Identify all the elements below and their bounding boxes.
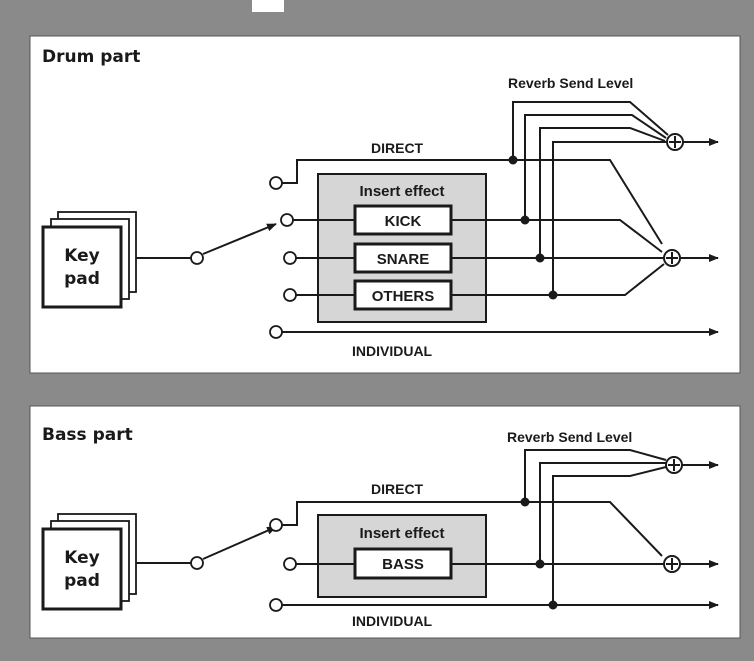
drum-others-line: [296, 263, 665, 296]
bass-insert-effect-title: Insert effect: [359, 525, 444, 542]
drum-switch-arm: [202, 223, 277, 255]
bass-keypad-label-line1: Key: [64, 548, 100, 568]
bass-junction-direct: [520, 497, 530, 507]
drum-fx-kick: KICK: [385, 213, 422, 230]
bass-reverb-send-label: Reverb Send Level: [507, 429, 632, 445]
drum-contact-individual: [269, 325, 283, 339]
drum-kick-line: [293, 219, 663, 253]
bass-keypad-label-line2: pad: [64, 571, 100, 591]
bass-switch-pivot: [190, 556, 204, 570]
drum-send-direct: [512, 101, 669, 160]
plus-circle-icon: [666, 133, 684, 151]
bass-part-panel: Bass part Key pad Insert effect BASS: [29, 405, 741, 639]
drum-contact-direct: [269, 176, 283, 190]
drum-fx-snare: SNARE: [377, 251, 430, 268]
drum-fx-kick-box: [353, 204, 453, 236]
bass-contact-bass: [283, 557, 297, 571]
drum-junction-snare: [535, 253, 545, 263]
drum-part-panel: Drum part Key pad Insert effect KICK SNA…: [29, 35, 741, 374]
bass-direct-label: DIRECT: [371, 481, 424, 497]
bass-fx-bass: BASS: [382, 556, 424, 573]
drum-fx-others-box: [353, 279, 453, 311]
drum-send-kick: [524, 114, 667, 220]
drum-contact-others: [283, 288, 297, 302]
drum-send-snare: [539, 127, 666, 258]
drum-send-others: [552, 141, 666, 295]
drum-keypad-stack: Key pad: [41, 211, 137, 309]
plus-circle-icon: [665, 456, 683, 474]
bass-send-b: [539, 462, 666, 564]
bass-junction-individual: [548, 600, 558, 610]
bass-send-a: [524, 449, 667, 502]
drum-switch-pivot: [190, 251, 204, 265]
drum-contact-kick: [280, 213, 294, 227]
bass-switch-arm: [202, 526, 277, 560]
drum-keypad-label-line2: pad: [64, 269, 100, 289]
bass-contact-direct: [269, 518, 283, 532]
drum-keypad: [41, 225, 123, 309]
drum-fx-others: OTHERS: [372, 288, 435, 305]
bass-direct-line: [282, 501, 663, 557]
drum-individual-label: INDIVIDUAL: [352, 343, 433, 359]
drum-reverb-send-label: Reverb Send Level: [508, 75, 633, 91]
drum-direct-label: DIRECT: [371, 140, 424, 156]
bass-keypad-stack: Key pad: [41, 513, 137, 611]
bass-keypad: [41, 527, 123, 611]
bass-send-c: [552, 466, 667, 605]
plus-circle-icon: [663, 249, 681, 267]
drum-junction-kick: [520, 215, 530, 225]
drum-insert-effect-title: Insert effect: [359, 183, 444, 200]
bass-junction-bass: [535, 559, 545, 569]
frame-tab: [252, 0, 284, 12]
bass-individual-label: INDIVIDUAL: [352, 613, 433, 629]
plus-circle-icon: [663, 555, 681, 573]
drum-keypad-label-line1: Key: [64, 246, 100, 266]
drum-junction-direct: [508, 155, 518, 165]
drum-direct-line: [282, 159, 663, 245]
drum-contact-snare: [283, 251, 297, 265]
drum-part-title: Drum part: [42, 47, 140, 67]
bass-contact-individual: [269, 598, 283, 612]
bass-part-title: Bass part: [42, 425, 133, 445]
drum-junction-others: [548, 290, 558, 300]
